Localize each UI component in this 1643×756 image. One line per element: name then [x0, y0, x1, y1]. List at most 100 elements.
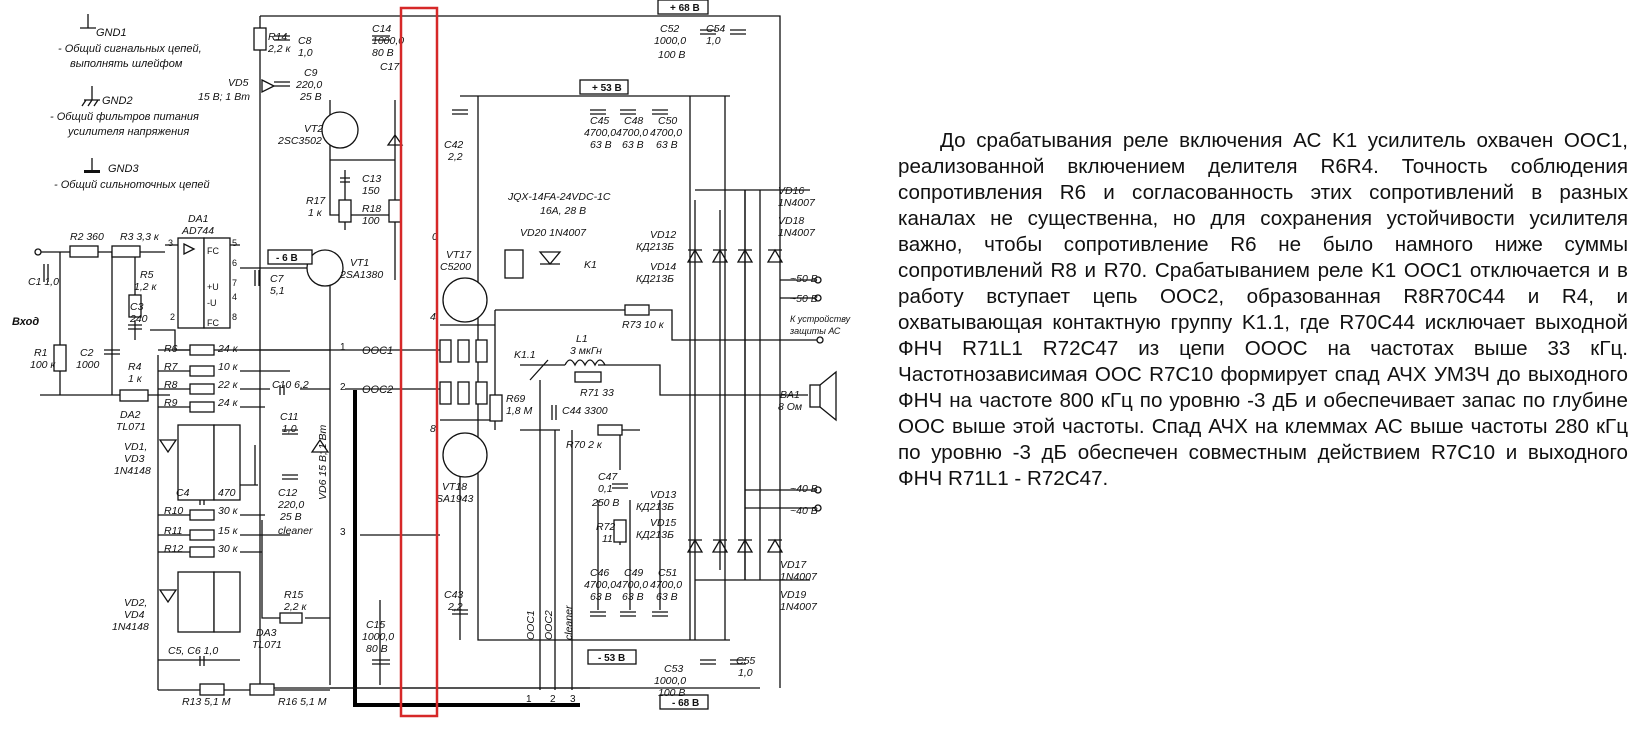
r69-a: R69 — [506, 393, 525, 405]
r11-body — [189, 529, 215, 541]
c7-plates — [254, 270, 260, 286]
c12-d: cleaner — [278, 525, 313, 537]
c15-a: C15 — [366, 619, 385, 631]
r73-label: R73 10 к — [622, 319, 665, 331]
vd19-diode — [766, 538, 784, 553]
c13-a: C13 — [362, 173, 381, 185]
da1-pu: +U — [207, 282, 219, 292]
r18-body — [388, 199, 402, 223]
bus-ooc2-label: OOC2 — [543, 610, 555, 640]
vt18-b: SA1943 — [436, 493, 474, 505]
r4-b: 1 к — [128, 373, 143, 385]
c11-a: C11 — [280, 411, 298, 423]
vd-bias-diode — [386, 133, 404, 146]
r3-body — [111, 245, 141, 258]
ooc1-label: OOC1 — [362, 345, 393, 357]
r13-body — [199, 683, 225, 696]
terminal-50a — [814, 276, 822, 284]
c45-c: 63 В — [590, 139, 612, 151]
r17-a: R17 — [306, 195, 326, 207]
gnd3-text1: - Общий сильноточных цепей — [54, 179, 210, 191]
rail-n68: - 68 В — [672, 698, 699, 709]
da1-pin7: 7 — [232, 278, 237, 288]
da3-a: DA3 — [256, 627, 277, 639]
vd5-a: VD5 — [228, 77, 249, 89]
r6-value: 24 к — [217, 343, 239, 355]
vd5-diode — [261, 78, 276, 94]
vt18-a: VT18 — [442, 481, 467, 493]
r69-body — [489, 394, 503, 422]
c54-b: 1,0 — [706, 35, 721, 47]
prot-label-2: защиты АС — [789, 326, 841, 336]
r72-b: 11 — [602, 533, 613, 545]
c52-a: C52 — [660, 23, 679, 35]
c47-c: 250 В — [591, 497, 619, 509]
c9-plates — [274, 81, 290, 87]
bus-1: 1 — [526, 694, 532, 705]
gnd1-name: GND1 — [96, 27, 127, 39]
r72-body — [613, 519, 627, 543]
da2-box — [177, 424, 215, 501]
c11-b: 1,0 — [282, 423, 297, 435]
c55-a: C55 — [736, 655, 755, 667]
c50-b: 4700,0 — [650, 127, 682, 139]
c49-c: 63 В — [622, 591, 644, 603]
c47-plates — [612, 483, 628, 489]
vt1-symbol — [306, 249, 344, 287]
terminal-40b-label: ~40 В — [790, 505, 818, 517]
vd14-diode — [711, 248, 729, 263]
l1-a: L1 — [576, 333, 588, 345]
vd20-label: VD20 1N4007 — [520, 227, 587, 239]
terminal-50b-label: ~50 В — [790, 293, 818, 305]
r5-b: 1,2 к — [134, 281, 158, 293]
c42-b: 2,2 — [447, 151, 463, 163]
prot-label-1: К устройству — [790, 314, 851, 324]
c2-a: C2 — [80, 347, 94, 359]
c2-plates — [104, 349, 120, 355]
r12-label: R12 — [164, 543, 183, 555]
c53-a: C53 — [664, 663, 683, 675]
vd13-b: КД213Б — [636, 501, 674, 513]
r4-body — [119, 389, 149, 402]
c17-label: C17 — [380, 61, 400, 73]
r1-body — [53, 344, 67, 372]
c52-c: 100 В — [658, 49, 685, 61]
c55-b: 1,0 — [738, 667, 753, 679]
r2-body — [69, 245, 99, 258]
c54-a: C54 — [706, 23, 725, 35]
c46-c51-plates — [590, 611, 668, 617]
c3-plates — [128, 324, 142, 330]
node-2: 2 — [340, 382, 346, 393]
vd1-b: VD3 — [124, 453, 145, 465]
c13-plates — [340, 177, 350, 183]
r8-body — [189, 383, 215, 395]
c48-c: 63 В — [622, 139, 644, 151]
c12-a: C12 — [278, 487, 297, 499]
vd17-b: 1N4007 — [780, 571, 818, 583]
c45-c50-plates — [590, 109, 668, 115]
da2-a: DA2 — [120, 409, 141, 421]
vd16-b: 1N4007 — [778, 197, 816, 209]
da1-pin6: 6 — [232, 258, 237, 268]
vd15-a: VD15 — [650, 517, 676, 529]
r-emitter-3 — [475, 339, 488, 363]
rail-n53: - 53 В — [598, 653, 625, 664]
vd18-b: 1N4007 — [778, 227, 816, 239]
terminal-40a-label: ~40 В — [790, 483, 818, 495]
r6-body — [189, 344, 215, 356]
vt1-b: 2SA1380 — [339, 269, 383, 281]
c50-a: C50 — [658, 115, 677, 127]
bus-cleaner-label: cleaner — [563, 605, 575, 640]
r12-body — [189, 546, 215, 558]
r3-label: R3 3,3 к — [120, 231, 160, 243]
labels: + 68 В + 53 В - 53 В - 68 В - 6 В Вход O… — [12, 3, 851, 709]
c4-label: C4 — [176, 487, 190, 499]
vt2-a: VT2 — [304, 123, 323, 135]
c9-c: 25 В — [299, 91, 322, 103]
relay-coil — [504, 249, 524, 279]
c5-plates — [199, 656, 205, 666]
vd2-a: VD2, — [124, 597, 147, 609]
r14-body — [253, 27, 267, 51]
c47-b: 0,1 — [598, 483, 613, 495]
vd16-a: VD16 — [778, 185, 804, 197]
